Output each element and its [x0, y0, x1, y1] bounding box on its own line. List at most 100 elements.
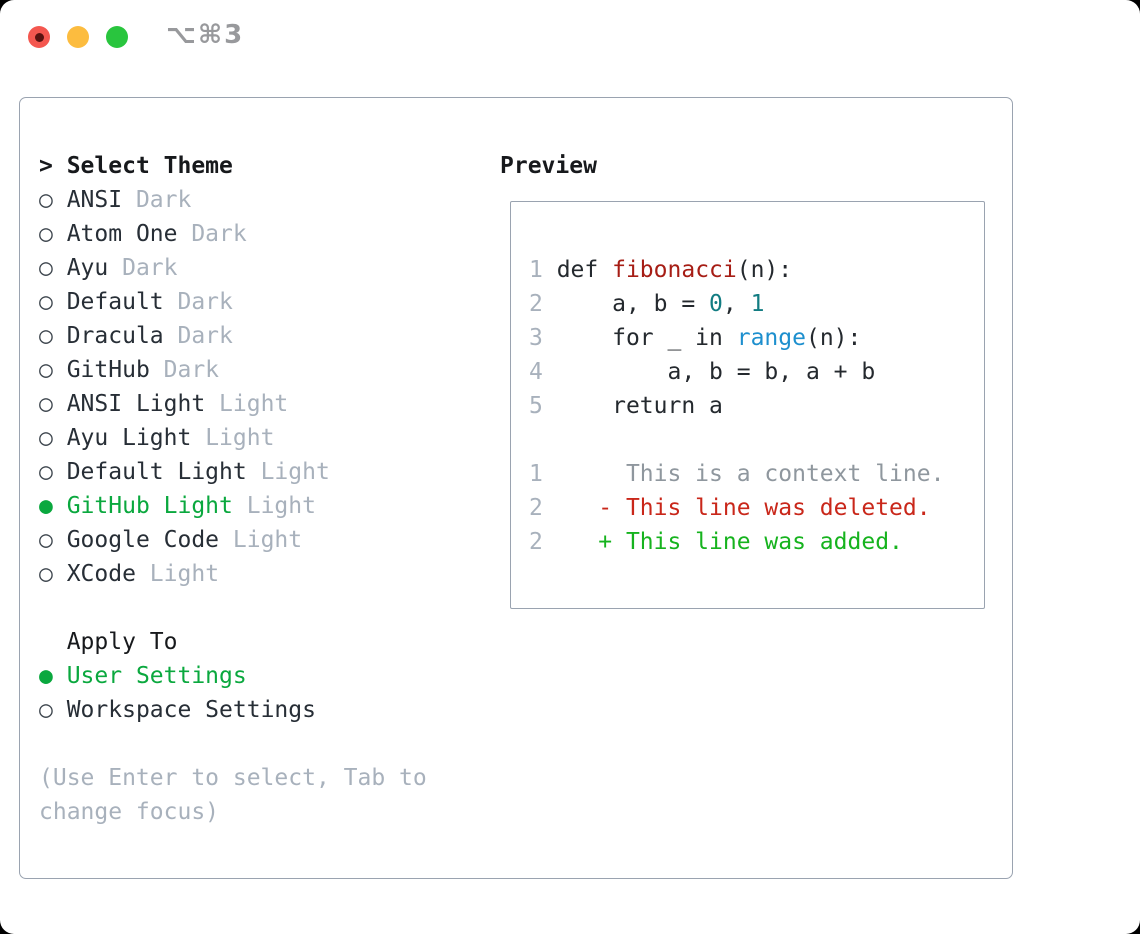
theme-variant: Dark [149, 357, 220, 383]
code-token: - This line was deleted. [542, 495, 931, 521]
theme-variant: Dark [163, 289, 233, 315]
line-number: 2 [529, 495, 543, 521]
theme-list: ○ ANSI Dark○ Atom One Dark○ Ayu Dark○ De… [39, 183, 454, 591]
code-token: 0 [709, 291, 723, 317]
spacer [39, 591, 454, 625]
theme-name: Dracula [52, 323, 164, 349]
theme-name: Atom One [52, 221, 178, 247]
preview-line: 2 + This line was added. [529, 525, 984, 559]
theme-name: GitHub [52, 357, 150, 383]
apply-option-workspace-settings[interactable]: ○ Workspace Settings [39, 693, 454, 727]
preview-line: 4 a, b = b, a + b [529, 355, 984, 389]
apply-to-list: ● User Settings○ Workspace Settings [39, 659, 454, 727]
preview-line: 5 return a [529, 389, 984, 423]
code-token: return a [542, 393, 723, 419]
spacer [39, 727, 454, 761]
line-number: 1 [529, 257, 543, 283]
code-token: def [542, 257, 613, 283]
theme-item-dracula[interactable]: ○ Dracula Dark [39, 319, 454, 353]
preview-line: 2 a, b = 0, 1 [529, 287, 984, 321]
zoom-button[interactable] [106, 26, 128, 48]
preview-header: Preview [500, 153, 597, 179]
code-token: 1 [750, 291, 765, 317]
theme-name: Ayu Light [52, 425, 192, 451]
theme-name: GitHub Light [52, 493, 233, 519]
preview-line: 3 for _ in range(n): [529, 321, 984, 355]
preview-line: 1 def fibonacci(n): [529, 253, 984, 287]
theme-item-google-code[interactable]: ○ Google Code Light [39, 523, 454, 557]
theme-variant: Light [191, 425, 275, 451]
theme-name: Default [52, 289, 164, 315]
theme-variant: Dark [108, 255, 178, 281]
code-token: , [722, 291, 751, 317]
theme-variant: Dark [122, 187, 192, 213]
preview-line: 2 - This line was deleted. [529, 491, 984, 525]
apply-option-user-settings[interactable]: ● User Settings [39, 659, 454, 693]
theme-variant: Light [232, 493, 316, 519]
line-number: 2 [529, 291, 543, 317]
apply-to-header: Apply To [39, 625, 454, 659]
minimize-button[interactable] [67, 26, 89, 48]
theme-item-github[interactable]: ○ GitHub Dark [39, 353, 454, 387]
code-token: + This line was added. [542, 529, 903, 555]
code-token: range [736, 325, 806, 351]
hint-text: (Use Enter to select, Tab to change focu… [39, 765, 427, 825]
line-number: 1 [529, 461, 543, 487]
close-button[interactable] [28, 26, 50, 48]
theme-variant: Dark [177, 221, 247, 247]
apply-option-label: User Settings [52, 663, 247, 689]
radio-icon: ○ [39, 527, 53, 553]
theme-name: ANSI Light [52, 391, 206, 417]
cursor-prefix: > [39, 153, 67, 179]
radio-icon: ○ [39, 221, 53, 247]
radio-icon: ○ [39, 391, 53, 417]
theme-item-xcode[interactable]: ○ XCode Light [39, 557, 454, 591]
code-token: This is a context line. [542, 461, 945, 487]
theme-item-default[interactable]: ○ Default Dark [39, 285, 454, 319]
code-token: a, b = b, a + b [542, 359, 876, 385]
theme-variant: Light [205, 391, 289, 417]
radio-icon: ○ [39, 697, 53, 723]
line-number: 5 [529, 393, 543, 419]
line-number: 3 [529, 325, 543, 351]
window-title: ⌥⌘3 [166, 20, 245, 50]
theme-sidebar: > Select Theme ○ ANSI Dark○ Atom One Dar… [39, 149, 454, 829]
theme-name: XCode [52, 561, 136, 587]
theme-name: Google Code [52, 527, 220, 553]
line-number: 4 [529, 359, 543, 385]
apply-option-label: Workspace Settings [52, 697, 316, 723]
radio-icon: ○ [39, 323, 53, 349]
theme-name: Ayu [52, 255, 109, 281]
theme-item-ansi[interactable]: ○ ANSI Dark [39, 183, 454, 217]
theme-variant: Light [219, 527, 303, 553]
theme-item-atom-one[interactable]: ○ Atom One Dark [39, 217, 454, 251]
radio-icon: ○ [39, 255, 53, 281]
radio-selected-icon: ● [39, 663, 53, 689]
close-dot-icon [34, 32, 44, 42]
theme-variant: Dark [163, 323, 233, 349]
radio-icon: ○ [39, 425, 53, 451]
code-token: fibonacci [612, 257, 737, 283]
code-token: (n): [805, 325, 862, 351]
theme-item-default-light[interactable]: ○ Default Light Light [39, 455, 454, 489]
radio-icon: ○ [39, 459, 53, 485]
radio-icon: ○ [39, 561, 53, 587]
radio-selected-icon: ● [39, 493, 53, 519]
theme-variant: Light [246, 459, 330, 485]
code-token: for _ in [542, 325, 737, 351]
theme-item-ansi-light[interactable]: ○ ANSI Light Light [39, 387, 454, 421]
theme-item-github-light[interactable]: ● GitHub Light Light [39, 489, 454, 523]
theme-item-ayu[interactable]: ○ Ayu Dark [39, 251, 454, 285]
apply-to-label: Apply To [66, 629, 178, 655]
radio-icon: ○ [39, 357, 53, 383]
code-token: (n): [736, 257, 793, 283]
theme-item-ayu-light[interactable]: ○ Ayu Light Light [39, 421, 454, 455]
radio-icon: ○ [39, 289, 53, 315]
line-number: 2 [529, 529, 543, 555]
theme-name: ANSI [52, 187, 123, 213]
content-panel: > Select Theme ○ ANSI Dark○ Atom One Dar… [19, 97, 1013, 879]
preview-line: 1 This is a context line. [529, 457, 984, 491]
